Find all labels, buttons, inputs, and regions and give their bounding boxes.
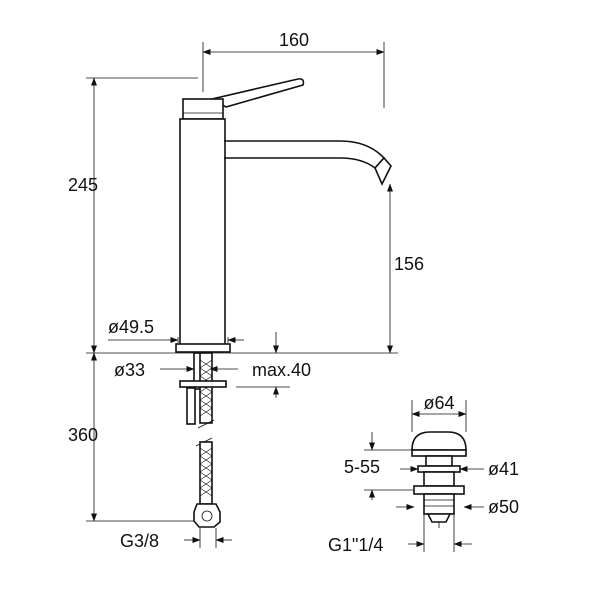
- waste-drawing: [411, 431, 467, 528]
- waste-body: [423, 471, 455, 487]
- waste-cap: [411, 431, 467, 451]
- faucet-washer: [179, 380, 227, 388]
- faucet-handle-cap: [182, 98, 224, 120]
- dim-5-55-label: 5-55: [344, 457, 380, 477]
- faucet-spout-tip: [374, 156, 392, 186]
- faucet-body: [179, 118, 226, 346]
- faucet-lever: [209, 78, 305, 108]
- waste-dimensions: ø64 5-55 ø41 ø50 G1"1/4: [328, 393, 519, 555]
- dim-245-label: 245: [68, 175, 98, 195]
- dim-64-label: ø64: [423, 393, 454, 413]
- dim-160-label: 160: [279, 30, 309, 50]
- dim-41-label: ø41: [488, 459, 519, 479]
- dim-g1-1-4-label: G1"1/4: [328, 535, 383, 555]
- faucet-spout: [224, 140, 386, 170]
- dim-156-label: 156: [394, 254, 424, 274]
- hose-connector: [193, 503, 221, 528]
- dim-33-label: ø33: [114, 360, 145, 380]
- dim-g3-8-label: G3/8: [120, 531, 159, 551]
- waste-tail: [423, 493, 455, 515]
- dim-max40-label: max.40: [252, 360, 311, 380]
- dim-49-5-label: ø49.5: [108, 317, 154, 337]
- dim-360-label: 360: [68, 425, 98, 445]
- faucet-base: [175, 343, 231, 353]
- dim-50-label: ø50: [488, 497, 519, 517]
- faucet-drawing: [86, 78, 398, 528]
- faucet-dimensions: 160 245 156 ø49.5 ø33 max.40 360 G3/8: [68, 30, 424, 551]
